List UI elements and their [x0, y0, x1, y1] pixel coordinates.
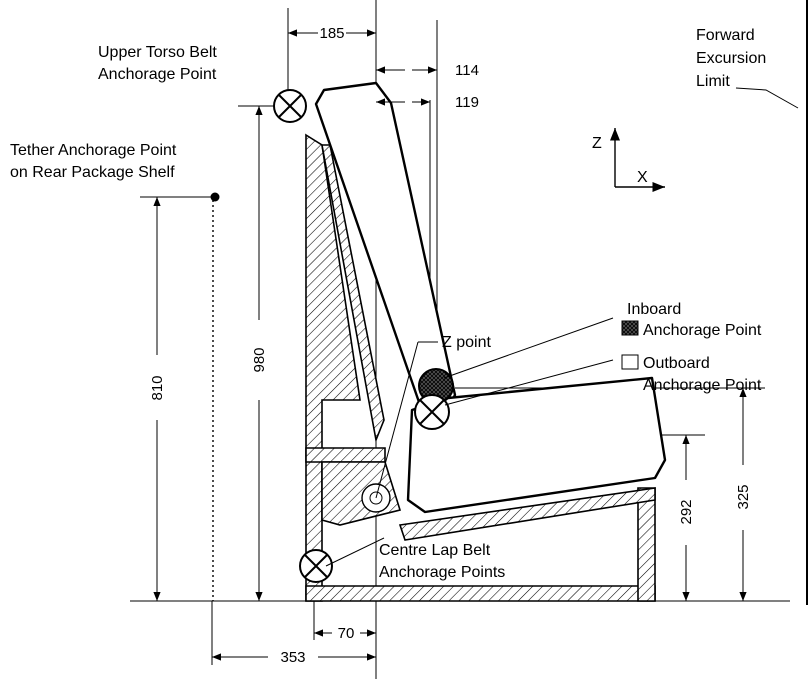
- seat-frame: [305, 133, 656, 602]
- upper-torso-label-line2: Anchorage Point: [98, 66, 217, 83]
- inboard-label-line2: Anchorage Point: [643, 322, 762, 339]
- dim-325: 325: [735, 484, 752, 509]
- dim-980: 980: [251, 347, 268, 372]
- dim-70: 70: [338, 625, 355, 642]
- dim-185: 185: [319, 25, 344, 42]
- centre-lap-label-line2: Anchorage Points: [379, 564, 505, 581]
- tether-label-line1: Tether Anchorage Point: [10, 142, 177, 159]
- upper-torso-label-line1: Upper Torso Belt: [98, 44, 217, 61]
- inboard-label-line1: Inboard: [627, 301, 681, 318]
- tether-label-line2: on Rear Package Shelf: [10, 164, 175, 181]
- dim-810: 810: [149, 375, 166, 400]
- dim-114: 114: [455, 62, 479, 79]
- outboard-label-line2: Anchorage Point: [643, 377, 762, 394]
- centre-lap-label-line1: Centre Lap Belt: [379, 542, 491, 559]
- dim-292: 292: [678, 499, 695, 524]
- dim-119: 119: [455, 94, 479, 111]
- dimension-lines: [153, 29, 747, 661]
- upper-torso-anchorage-icon: [273, 89, 307, 123]
- inboard-legend-swatch: [621, 320, 639, 336]
- z-point-leader: [375, 341, 419, 499]
- outboard-label-line1: Outboard: [643, 355, 710, 372]
- axis-x-label: X: [637, 169, 648, 186]
- axis-z-label: Z: [592, 135, 602, 152]
- tether-anchorage-dot: [210, 192, 220, 202]
- forward-label-line1: Forward: [696, 27, 755, 44]
- axis-indicator: [609, 128, 665, 193]
- outboard-anchorage-icon: [414, 394, 450, 430]
- forward-label-line2: Excursion: [696, 50, 766, 67]
- dim-353: 353: [280, 649, 305, 666]
- outboard-legend-swatch: [621, 354, 639, 370]
- forward-label-line3: Limit: [696, 73, 730, 90]
- z-point-label: Z point: [442, 334, 491, 351]
- leader-lines: [325, 87, 799, 567]
- centre-lap-anchorage-icon: [299, 549, 333, 583]
